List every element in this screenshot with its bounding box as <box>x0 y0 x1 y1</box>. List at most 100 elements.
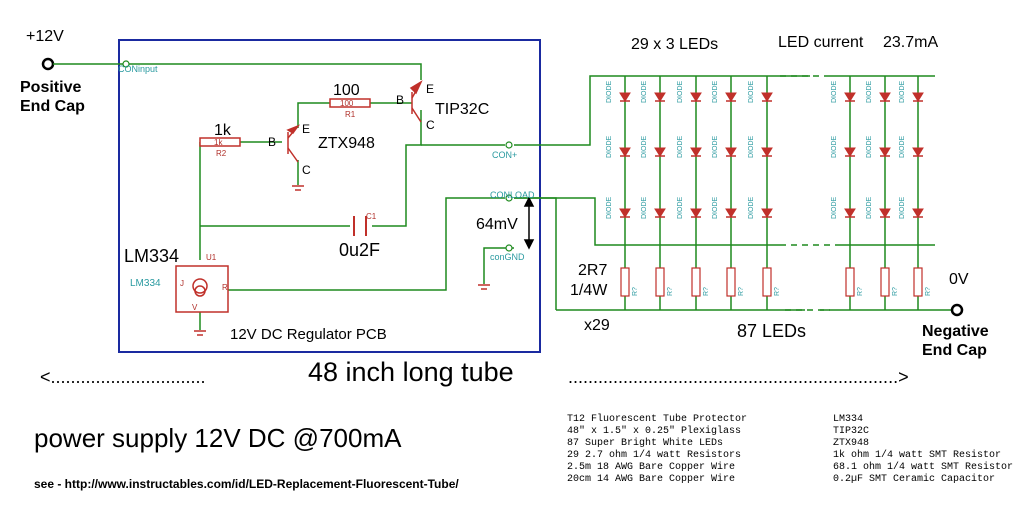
led-tag: DIODE <box>748 136 755 159</box>
led-tag: DIODE <box>866 197 873 220</box>
led: DIODE <box>712 197 737 220</box>
tag-pin-r: R <box>222 283 228 292</box>
resistor-r2 <box>199 137 241 147</box>
label-pcb: 12V DC Regulator PCB <box>230 326 387 343</box>
resistor <box>655 267 665 297</box>
wires <box>53 63 935 330</box>
label-see-link: see - http://www.instructables.com/id/LE… <box>34 477 459 491</box>
led: DIODE <box>866 197 891 220</box>
label-led-current: LED current <box>778 34 864 51</box>
tag-con-gnd: conGND <box>490 252 525 262</box>
tube-arrow-left: <............................... <box>40 367 206 387</box>
label-lm334: LM334 <box>124 246 180 266</box>
led: DIODE <box>606 81 631 104</box>
led-tag: DIODE <box>641 81 648 104</box>
label-87-leds: 87 LEDs <box>737 321 807 341</box>
led-tag: DIODE <box>712 197 719 220</box>
label-tip32c: TIP32C <box>435 101 490 118</box>
resistor <box>913 267 923 297</box>
parts-list-1: T12 Fluorescent Tube Protector 48" x 1.5… <box>567 414 747 486</box>
led-tag: DIODE <box>748 197 755 220</box>
label-1k: 1k <box>214 122 231 139</box>
led-tag: DIODE <box>606 81 613 104</box>
led: DIODE <box>712 81 737 103</box>
resistor-tag: R? <box>703 287 710 296</box>
tag-c1: C1 <box>366 212 377 221</box>
led: DIODE <box>606 136 631 159</box>
resistor <box>762 267 772 297</box>
label-ztx-b: B <box>268 135 277 149</box>
led-tag: DIODE <box>866 81 873 104</box>
led: DIODE <box>677 81 702 104</box>
label-64mv: 64mV <box>476 216 518 233</box>
tag-pin-j: J <box>180 279 184 288</box>
resistor <box>726 267 736 297</box>
led: DIODE <box>831 81 856 103</box>
resistor <box>620 267 630 297</box>
led: DIODE <box>866 81 891 104</box>
label-ztx948: ZTX948 <box>318 135 375 152</box>
label-ztx-e: E <box>302 122 311 136</box>
voltage-arrow <box>523 196 535 250</box>
label-led-current-value: 23.7mA <box>883 34 939 51</box>
label-ztx-c: C <box>302 163 311 177</box>
tag-r1-value: 100 <box>340 99 354 108</box>
label-tip-b: B <box>396 93 405 107</box>
led: DIODE <box>641 136 666 159</box>
negative-terminal <box>950 303 964 317</box>
label-100: 100 <box>333 82 360 99</box>
led: DIODE <box>899 197 924 219</box>
tag-pin-v: V <box>192 303 198 312</box>
tag-lm334: LM334 <box>130 278 161 289</box>
pcb-border <box>118 39 541 353</box>
led: DIODE <box>641 197 666 219</box>
led-tag: DIODE <box>641 136 648 159</box>
parts-list-item: 20cm 14 AWG Bare Copper Wire <box>567 474 736 485</box>
parts-list-item: 1k ohm 1/4 watt SMT Resistor <box>833 450 1002 461</box>
led: DIODE <box>712 136 737 158</box>
led-tag: DIODE <box>677 81 684 104</box>
resistor-tag: R? <box>738 287 745 296</box>
led-tag: DIODE <box>831 197 838 220</box>
led-tag: DIODE <box>831 136 838 159</box>
connectors <box>122 60 513 252</box>
parts-list-item: 68.1 ohm 1/4 watt SMT Resistor <box>833 462 1014 473</box>
led-tag: DIODE <box>866 136 873 159</box>
parts-list-item: 2.5m 18 AWG Bare Copper Wire <box>567 462 736 473</box>
label-positive-endcap: End Cap <box>20 98 85 115</box>
led: DIODE <box>677 197 702 220</box>
parts-list-item: ZTX948 <box>833 438 870 449</box>
led-tag: DIODE <box>677 136 684 159</box>
led-tag: DIODE <box>606 136 613 159</box>
led: DIODE <box>831 197 856 220</box>
tip32c-transistor <box>409 80 423 123</box>
led-tag: DIODE <box>899 136 906 159</box>
led: DIODE <box>677 136 702 159</box>
led: DIODE <box>831 136 856 159</box>
tag-con-input: CONinput <box>118 64 158 74</box>
parts-list-2: LM334 TIP32C ZTX948 1k ohm 1/4 watt SMT … <box>833 414 1013 486</box>
label-positive: Positive <box>20 79 82 96</box>
resistor-tag: R? <box>892 287 899 296</box>
resistor-r1 <box>329 98 371 108</box>
led-tag: DIODE <box>899 81 906 104</box>
resistor-tag: R? <box>632 287 639 296</box>
label-led-matrix-title: 29 x 3 LEDs <box>631 36 719 53</box>
parts-list-item: 0.2µF SMT Ceramic Capacitor <box>833 474 996 485</box>
led: DIODE <box>899 136 924 159</box>
led: DIODE <box>748 81 773 103</box>
tag-con-plus: CON+ <box>492 150 518 160</box>
label-tip-c: C <box>426 118 435 132</box>
tube-arrow-right: ........................................… <box>568 367 909 387</box>
label-negative-endcap: End Cap <box>922 342 987 359</box>
label-2r7: 2R7 <box>578 262 608 279</box>
ground-symbols <box>194 185 490 336</box>
resistor <box>880 267 890 297</box>
resistor-tag: R? <box>925 287 932 296</box>
parts-list-item: 87 Super Bright White LEDs <box>567 438 724 449</box>
led-tag: DIODE <box>677 197 684 220</box>
tag-r2: R2 <box>216 149 227 158</box>
capacitor-c1 <box>353 216 367 236</box>
label-plus-12v: +12V <box>26 28 64 45</box>
